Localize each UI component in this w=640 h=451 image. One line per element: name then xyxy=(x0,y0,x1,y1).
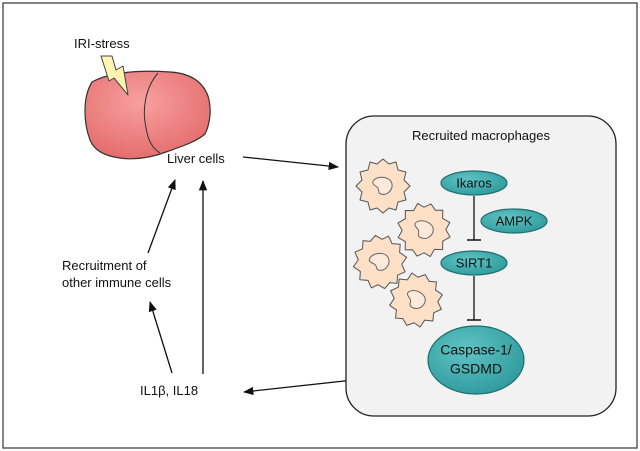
liver-icon xyxy=(84,70,211,160)
caspase-label-line1: Caspase-1/ xyxy=(440,342,512,358)
inhibit-ikaros-sirt1 xyxy=(467,196,481,241)
sirt1-label: SIRT1 xyxy=(456,255,493,270)
recruitment-label-line1: Recruitment of xyxy=(62,258,147,273)
sirt1-node: SIRT1 xyxy=(440,250,508,276)
caspase-label-line2: GSDMD xyxy=(450,361,502,377)
panel-title: Recruited macrophages xyxy=(412,128,551,143)
cytokines-label: IL1β, IL18 xyxy=(140,383,198,398)
ikaros-label: Ikaros xyxy=(456,175,492,190)
arrow-liver-to-macrophages xyxy=(242,156,340,171)
arrow-recruitment-to-liver xyxy=(147,179,176,254)
liver-cells-label: Liver cells xyxy=(167,151,225,166)
arrow-cytokines-to-recruitment xyxy=(148,301,173,374)
lightning-icon xyxy=(100,55,129,96)
ampk-node: AMPK xyxy=(480,208,548,234)
recruitment-label-line2: other immune cells xyxy=(62,275,172,290)
inhibit-sirt1-caspase xyxy=(467,276,481,321)
caspase-node: Caspase-1/ GSDMD xyxy=(427,325,525,395)
stress-label: IRI-stress xyxy=(74,36,130,51)
ampk-label: AMPK xyxy=(496,213,533,228)
ikaros-node: Ikaros xyxy=(440,170,508,196)
